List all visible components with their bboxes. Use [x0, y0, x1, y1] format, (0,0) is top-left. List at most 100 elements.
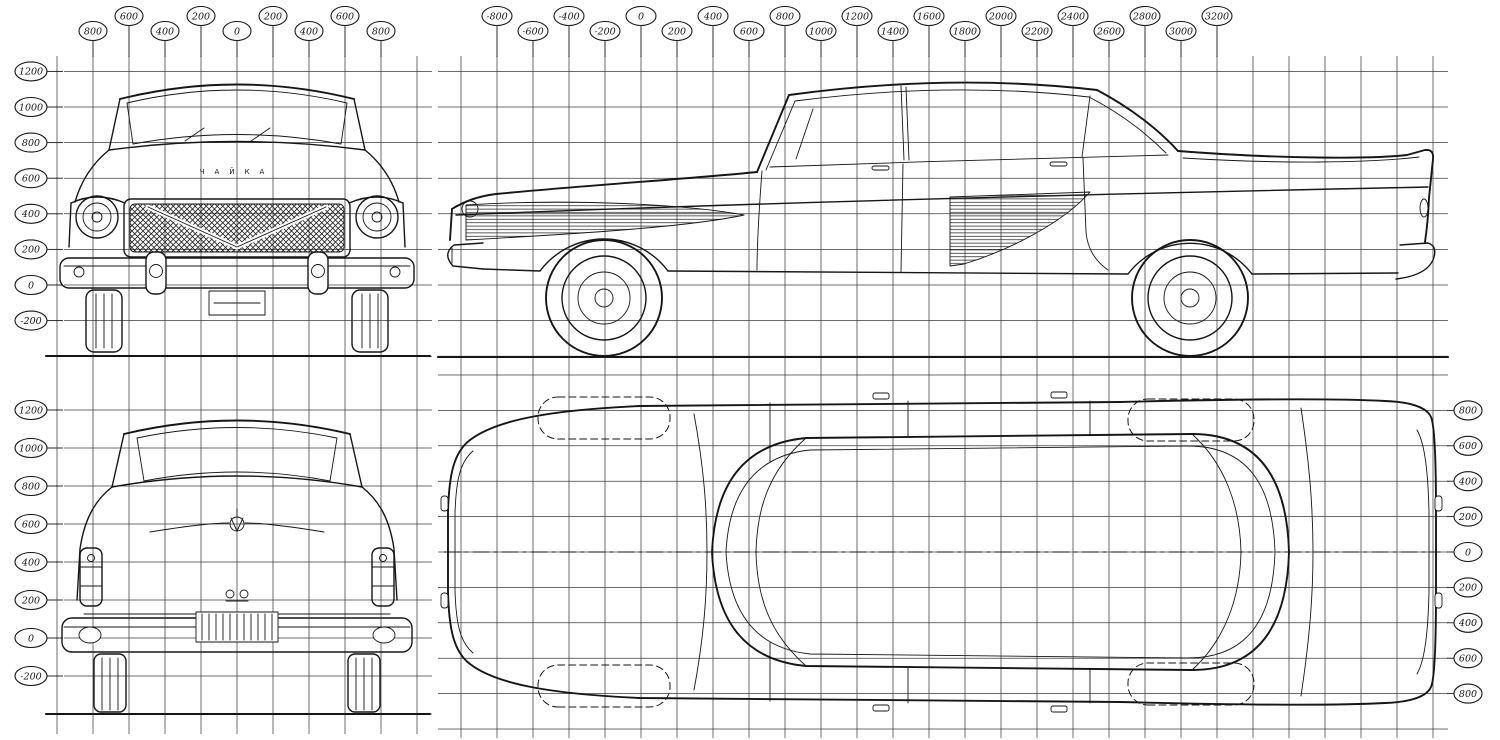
axis-tick: 0	[14, 274, 48, 296]
rear-bumper-side	[1395, 242, 1436, 280]
axis-tick: 1200	[14, 399, 48, 421]
axis-tick-label: 2800	[1132, 11, 1157, 22]
trunk-emblem	[225, 589, 249, 602]
axis-tick-label: 400	[21, 557, 40, 568]
axis-tick-label: 200	[667, 26, 686, 37]
vent-window	[795, 108, 814, 160]
axis-tick-label: 1200	[19, 67, 43, 78]
axis-tick: 600	[1453, 648, 1483, 669]
axis-tick: 400	[1453, 471, 1483, 492]
axis-tick: 400	[14, 203, 48, 224]
axis-tick-label: 800	[22, 481, 40, 492]
b-pillar	[900, 85, 910, 161]
rear-window	[136, 427, 338, 482]
front-grille	[123, 198, 351, 258]
axis-tick-label: 200	[191, 11, 210, 22]
axis-tick: 2400	[1057, 5, 1089, 27]
axis-tick-label: 400	[299, 26, 318, 37]
axis-tick: 0	[222, 20, 252, 42]
headlight-right	[355, 195, 399, 239]
axis-tick-label: 600	[120, 11, 138, 22]
taillight-side	[1419, 198, 1429, 218]
rear-door-edge	[1082, 157, 1109, 271]
axis-tick: -800	[481, 5, 513, 27]
axis-tick-label: 600	[22, 519, 40, 530]
axis-tick: 200	[14, 589, 48, 611]
axis-tick-label: 400	[1458, 618, 1477, 629]
rear-deck-fin	[1177, 148, 1435, 243]
axis-tick-label: 400	[1458, 477, 1477, 488]
axis-tick: 1000	[805, 20, 837, 42]
axis-tick: 200	[14, 239, 48, 260]
taillight-right-rear	[371, 547, 395, 607]
axis-tick: -200	[589, 20, 621, 42]
axis-tick-label: 0	[234, 26, 240, 37]
axis-tick: 1000	[14, 437, 48, 459]
axis-tick-label: 200	[1458, 512, 1477, 523]
axis-tick: 1200	[14, 61, 48, 82]
axis-tick: 400	[294, 20, 324, 42]
axis-tick-label: 400	[703, 11, 722, 22]
axis-tick-label: 200	[21, 245, 40, 256]
axis-tick: 800	[78, 20, 108, 42]
axis-tick: 0	[1453, 541, 1483, 563]
axis-tick: 400	[14, 551, 48, 573]
grille-chevron	[147, 206, 327, 248]
bumper-guard-right	[307, 251, 329, 295]
axis-tick-label: 600	[336, 11, 354, 22]
axis-tick-label: 2200	[1024, 26, 1049, 37]
axis-tick: 600	[330, 5, 360, 27]
axis-tick-label: 400	[155, 26, 174, 37]
axis-tick-label: 1000	[19, 102, 43, 113]
axis-tick: 800	[1453, 400, 1483, 421]
axis-tick: 200	[1453, 577, 1483, 598]
axis-tick: 1000	[14, 96, 48, 118]
bumper-guard-left	[145, 251, 167, 295]
axis-tick: 2200	[1021, 20, 1053, 42]
door-handle-plan-front	[872, 392, 890, 400]
axis-tick-label: 2000	[988, 11, 1013, 22]
axis-tick: -400	[553, 5, 585, 27]
axis-tick: 2800	[1129, 5, 1161, 27]
rear-wheel	[1131, 239, 1249, 357]
axis-tick-label: 800	[372, 26, 390, 37]
front-bumper-side	[447, 242, 484, 270]
axis-tick: 400	[697, 5, 729, 27]
hood-line	[451, 171, 758, 210]
door-handle-rear	[1049, 161, 1068, 167]
rear-roof	[123, 419, 351, 435]
trunk-wing-trim	[149, 508, 325, 533]
axis-tick-label: -200	[20, 316, 41, 327]
front-bumper-guard-plan	[440, 495, 449, 512]
axis-tick-label: 0	[638, 11, 644, 22]
axis-tick-label: 1600	[917, 11, 941, 22]
axis-tick-label: -800	[486, 11, 507, 22]
axis-tick-label: 1200	[845, 11, 869, 22]
axis-tick: 800	[366, 20, 396, 42]
axis-tick-label: 1000	[19, 443, 43, 454]
front-roof	[119, 83, 355, 100]
axis-tick-label: 600	[22, 174, 40, 185]
axis-tick: 600	[14, 513, 48, 535]
axis-tick-label: 800	[1459, 406, 1477, 417]
axis-tick-label: 1000	[809, 26, 833, 37]
rear-wheels	[93, 653, 381, 713]
axis-tick-label: 400	[21, 209, 40, 220]
plan-half-outline	[440, 391, 1443, 553]
axis-tick: 0	[625, 5, 657, 27]
door-handle-plan-rear	[1050, 391, 1068, 399]
axis-tick-label: -200	[594, 26, 615, 37]
side-trim-rear	[949, 191, 1091, 267]
rear-wheel-arch	[1127, 242, 1253, 275]
axis-tick: 200	[186, 5, 216, 27]
hood-badge-text: ЧАЙКА	[200, 167, 275, 176]
headlight-left	[75, 195, 119, 239]
plan-view	[440, 391, 1443, 713]
front-wheels	[85, 289, 389, 353]
axis-tick: 3000	[1165, 20, 1197, 42]
door-cut-lines	[769, 400, 1091, 463]
